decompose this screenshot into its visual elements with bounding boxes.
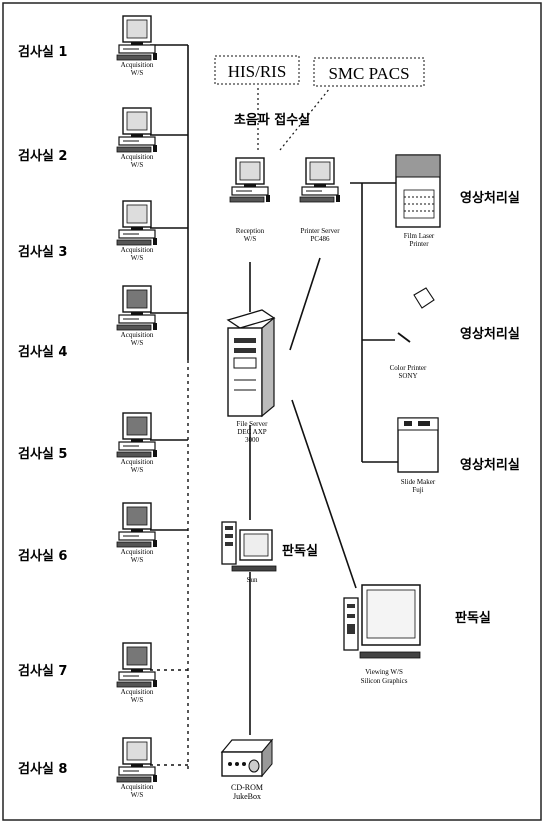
workstation-icon [117,413,157,457]
room-label: 검사실 1 [18,44,67,60]
reception-caption: W/S [244,235,257,243]
sun-workstation-icon [222,522,276,571]
color-printer-icon [398,288,434,342]
workstation-icon [117,643,157,687]
ws-caption: Acquisition [121,458,154,466]
reception-workstation-icon [230,158,270,202]
ws-caption: W/S [131,466,144,474]
file-server-caption: DEC AXP [237,428,266,436]
ws-caption: W/S [131,69,144,77]
printer-server-caption: PC486 [310,235,330,243]
viewing-caption: Viewing W/S [365,668,403,676]
workstation-icon [117,738,157,782]
file-server-caption: File Server [237,420,269,428]
room-label: 검사실 6 [18,548,67,564]
cdrom-jukebox-icon [222,740,272,776]
workstation-icon [117,503,157,547]
ws-caption: Acquisition [121,246,154,254]
ws-caption: W/S [131,339,144,347]
acquisition-workstations [117,16,157,782]
film-printer-caption: Printer [409,240,429,248]
slide-maker-caption: Fuji [412,486,423,494]
room-label: 검사실 5 [18,446,67,462]
reception-area-label: 초음파 접수실 [234,112,310,128]
reception-caption: Reception [236,227,265,235]
smc-pacs-label: SMC PACS [328,64,409,83]
ws-caption: W/S [131,161,144,169]
file-server-caption: 3000 [245,436,260,444]
room-label: 검사실 3 [18,244,67,260]
ws-caption: Acquisition [121,548,154,556]
ws-caption: W/S [131,254,144,262]
color-printer-caption: SONY [398,372,417,380]
cdrom-caption: CD-ROM [231,783,263,792]
ws-caption: Acquisition [121,688,154,696]
color-printer-room: 영상처리실 [460,326,520,342]
room-label: 검사실 4 [18,344,67,360]
ws-caption: Acquisition [121,153,154,161]
workstation-icon [117,108,157,152]
room-label: 검사실 7 [18,663,67,679]
printer-server-icon [300,158,340,202]
ws-caption: W/S [131,696,144,704]
his-ris-label: HIS/RIS [228,62,287,81]
slide-maker-icon [398,418,438,472]
ws-caption: W/S [131,556,144,564]
workstation-icon [117,16,157,60]
viewing-room: 판독실 [455,610,491,626]
ws-caption: W/S [131,791,144,799]
slide-maker-room: 영상처리실 [460,457,520,473]
workstation-icon [117,201,157,245]
sun-caption: Sun [247,576,258,584]
cdrom-caption: JukeBox [233,792,261,801]
color-printer-caption: Color Printer [390,364,427,372]
workstation-icon [117,286,157,330]
ws-caption: Acquisition [121,783,154,791]
ws-caption: Acquisition [121,331,154,339]
ws-caption: Acquisition [121,61,154,69]
file-server-icon [228,310,274,416]
film-printer-room: 영상처리실 [460,190,520,206]
room-label: 검사실 8 [18,761,67,777]
film-printer-caption: Film Laser [404,232,435,240]
film-laser-printer-icon [396,155,440,227]
viewing-caption: Silicon Graphics [361,677,408,685]
slide-maker-caption: Slide Maker [401,478,436,486]
room-label: 검사실 2 [18,148,67,164]
viewing-workstation-icon [344,585,420,658]
printer-server-caption: Printer Server [300,227,340,235]
sun-room-label: 판독실 [282,543,318,559]
